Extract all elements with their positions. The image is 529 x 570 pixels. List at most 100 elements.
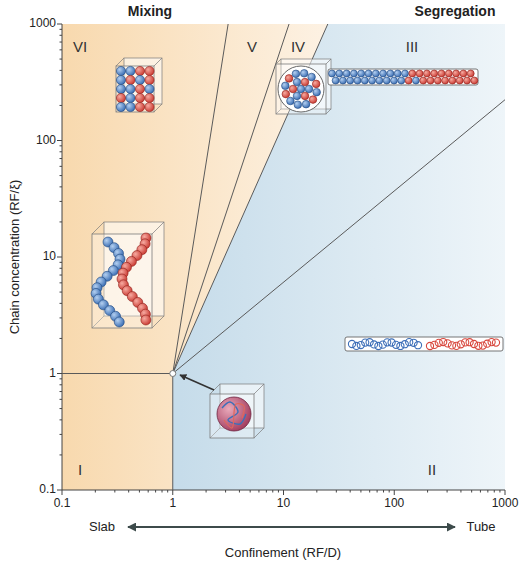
tube-wall: [278, 66, 324, 112]
box-edge: [92, 222, 104, 234]
box-edge: [154, 104, 162, 112]
illustrations: [91, 58, 503, 438]
blue-blob: [414, 342, 421, 349]
phase-boundary: [172, 374, 173, 491]
red-monomer: [126, 75, 135, 84]
box-edge: [326, 109, 331, 114]
blue-monomer: [354, 77, 361, 84]
red-monomer: [145, 102, 154, 111]
blue-monomer: [282, 82, 290, 90]
red-chain: [224, 404, 244, 429]
blue-monomer: [402, 70, 409, 77]
x-tick: [155, 490, 156, 493]
red-monomer: [145, 75, 154, 84]
red-monomer: [460, 70, 467, 77]
x-tick: [336, 490, 337, 493]
blue-monomer: [297, 85, 305, 93]
box-edge: [276, 59, 281, 64]
x-tick: [505, 490, 506, 495]
blue-monomer: [343, 70, 350, 77]
x-tick: [128, 490, 129, 493]
y-tick: [60, 221, 63, 222]
x-tick: [316, 490, 317, 493]
red-blob: [466, 339, 473, 346]
y-tick: [60, 275, 63, 276]
x-tick: [350, 490, 351, 493]
x-tick: [471, 490, 472, 493]
red-monomer: [427, 77, 434, 84]
x-tick: [394, 490, 395, 495]
y-tick-label: 0.1: [39, 483, 56, 497]
blue-monomer: [398, 77, 405, 84]
region-heading: Mixing: [128, 3, 172, 19]
red-monomer: [145, 93, 154, 102]
x-tick: [447, 490, 448, 493]
y-tick: [60, 42, 63, 43]
x-tick: [377, 490, 378, 493]
double-arrow: [128, 526, 455, 528]
red-monomer: [301, 78, 309, 86]
blue-blob: [379, 341, 386, 348]
segregation-region: [173, 24, 505, 490]
x-tick: [95, 490, 96, 493]
x-tick: [266, 490, 267, 493]
x-tick-label: 100: [384, 497, 404, 511]
red-monomer: [309, 96, 317, 104]
region-numeral: II: [428, 461, 436, 478]
x-tick: [172, 490, 173, 495]
x-tick: [148, 490, 149, 493]
x-tick: [278, 490, 279, 493]
region-numeral: III: [406, 38, 419, 55]
tube: [328, 69, 478, 85]
tube-dilute-inset: [345, 337, 503, 351]
red-blob: [479, 342, 486, 349]
red-blob: [453, 342, 460, 349]
y-tick: [60, 338, 63, 339]
box-front: [116, 66, 154, 112]
blue-monomer: [292, 70, 300, 78]
red-blob: [440, 338, 447, 345]
blue-monomer: [126, 102, 135, 111]
x-tick: [360, 490, 361, 493]
red-monomer: [135, 84, 144, 93]
y-tick: [60, 292, 63, 293]
red-monomer: [445, 70, 452, 77]
red-monomer: [282, 90, 290, 98]
x-tick: [383, 490, 384, 493]
y-tick: [60, 434, 63, 435]
blue-monomer: [336, 70, 343, 77]
blue-blob: [348, 340, 355, 347]
blue-monomer: [135, 75, 144, 84]
x-tick: [487, 490, 488, 493]
x-tick: [62, 490, 63, 495]
box-edge: [152, 222, 164, 234]
region-numeral: IV: [291, 38, 305, 55]
y-tick: [60, 145, 63, 146]
y-tick: [60, 454, 63, 455]
x-tick: [162, 490, 163, 493]
y-tick: [60, 391, 63, 392]
blue-blob: [366, 339, 373, 346]
blue-monomer: [145, 84, 154, 93]
tube: [345, 337, 503, 351]
tube-section-inset: [276, 59, 331, 114]
x-tick-label: 1000: [492, 497, 519, 511]
triple-point: [170, 371, 176, 377]
blue-monomer: [383, 77, 390, 84]
y-tick: [60, 29, 63, 30]
x-tick-label: 0.1: [54, 497, 71, 511]
x-tick: [283, 490, 284, 495]
x-tick: [427, 490, 428, 493]
blue-monomer: [350, 70, 357, 77]
box-back: [124, 58, 162, 104]
red-monomer: [434, 77, 441, 84]
blue-monomer: [394, 70, 401, 77]
blue-monomer: [308, 73, 316, 81]
y-tick: [60, 399, 63, 400]
y-tick: [60, 186, 63, 187]
x-tick: [167, 490, 168, 493]
red-monomer: [442, 77, 449, 84]
y-tick-label: 1000: [29, 17, 56, 31]
slab-melt-inset: [116, 58, 162, 112]
blue-monomer: [116, 102, 125, 111]
